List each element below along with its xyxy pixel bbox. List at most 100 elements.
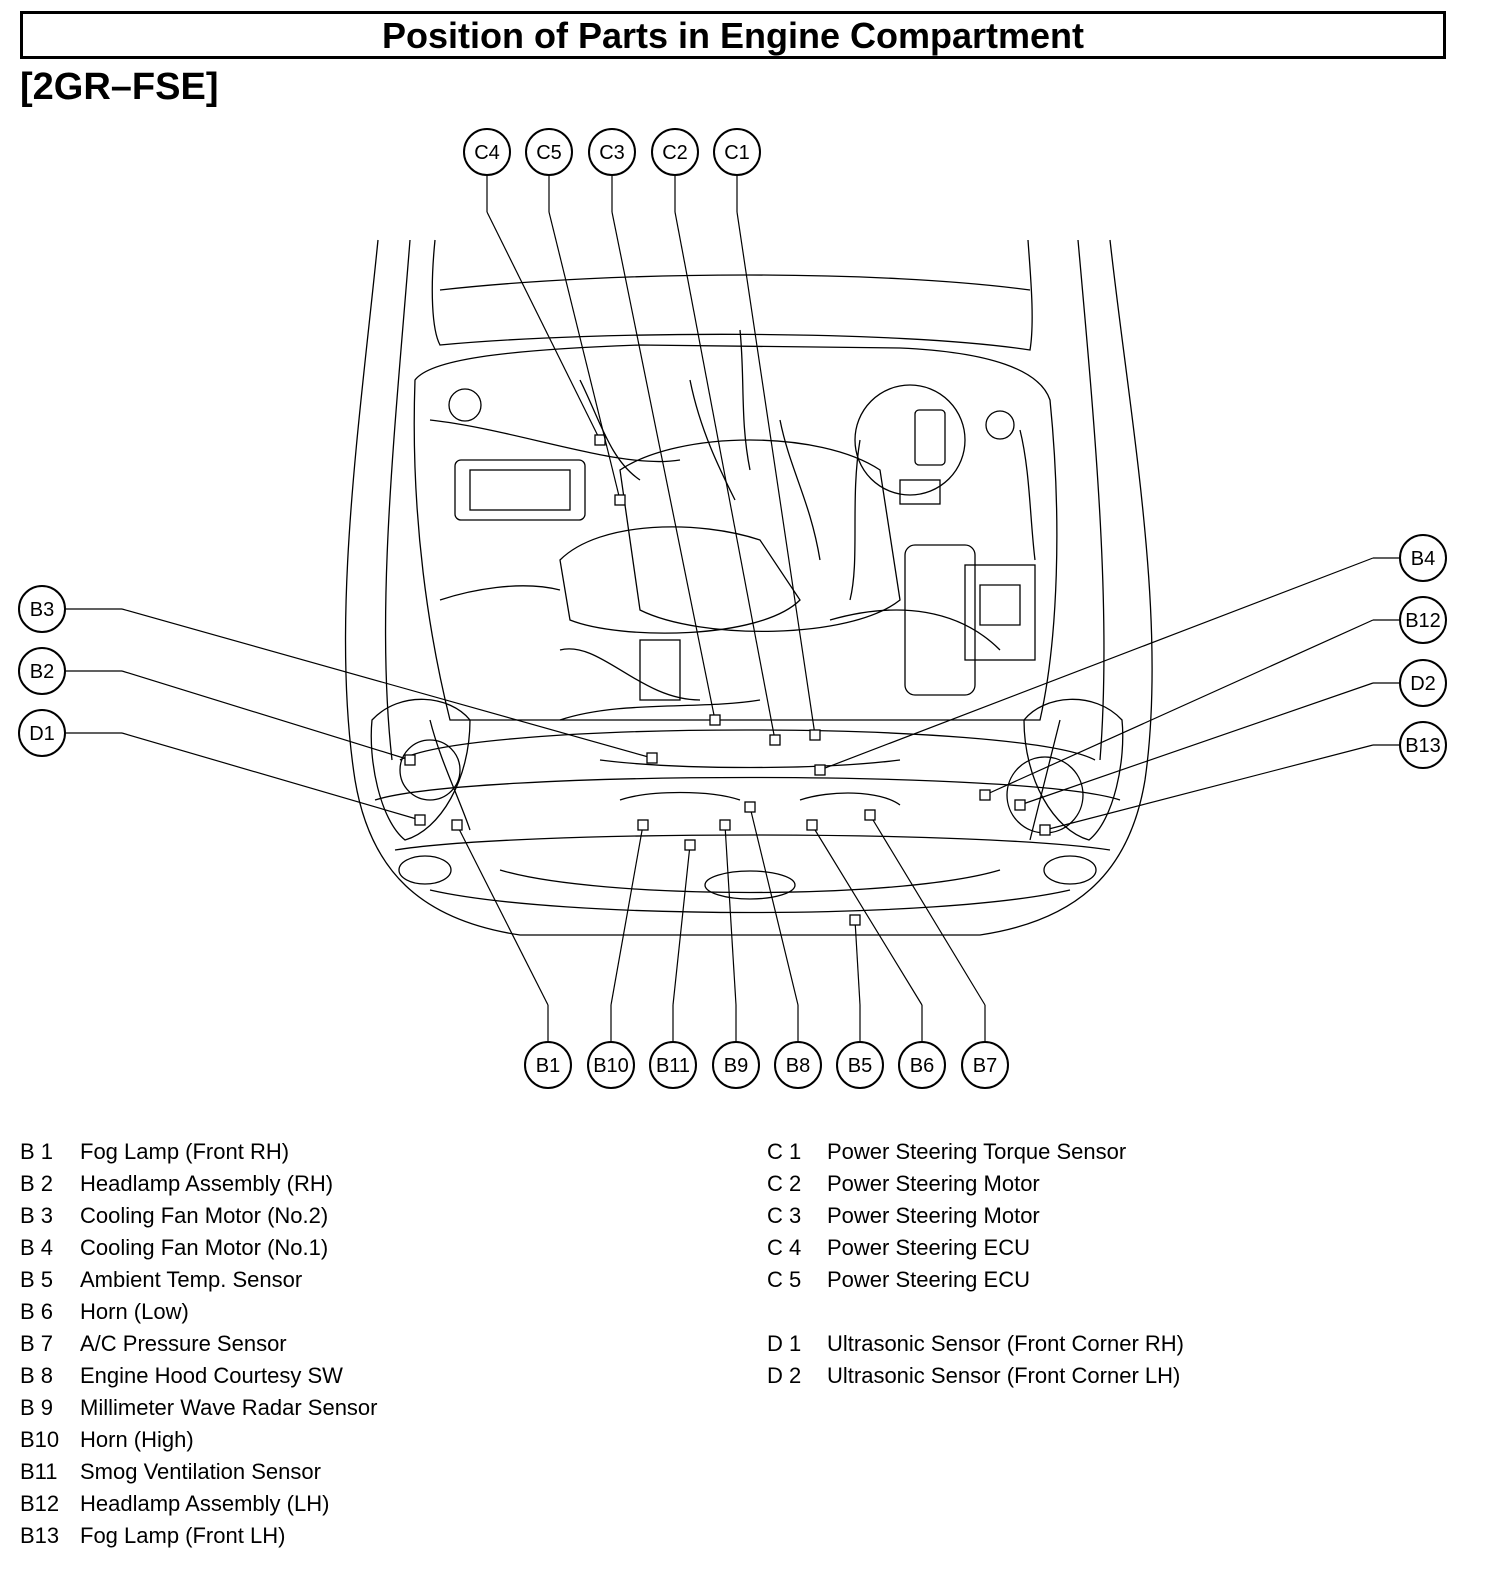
leader-c3 (611, 211, 716, 721)
legend-part-name: Power Steering ECU (827, 1235, 1030, 1260)
page-title: Position of Parts in Engine Compartment (20, 11, 1446, 59)
callout-circle-b11 (649, 1041, 697, 1089)
legend-part-name: Fog Lamp (Front RH) (80, 1139, 290, 1164)
legend-part-name: Smog Ventilation Sensor (80, 1459, 321, 1484)
callout-c3: C3 (588, 128, 636, 176)
leader-b4 (819, 557, 1374, 771)
engine-code-subtitle: [2GR–FSE] (20, 66, 219, 108)
legend-code: C 1 (767, 1139, 802, 1164)
connector-b12 (979, 789, 991, 801)
leader-b5 (854, 919, 861, 1006)
legend-code: C 3 (767, 1203, 802, 1228)
callout-circle-c3 (588, 128, 636, 176)
connector-b1 (451, 819, 463, 831)
legend-code: B 1 (20, 1139, 54, 1164)
callout-circle-b12 (1399, 596, 1447, 644)
legend-code: B10 (20, 1427, 60, 1452)
legend-part-name: Cooling Fan Motor (No.2) (80, 1203, 329, 1228)
legend-part-name: Cooling Fan Motor (No.1) (80, 1235, 329, 1260)
callout-label-b6: B6 (910, 1055, 934, 1077)
connector-b7 (864, 809, 876, 821)
legend-code: C 2 (767, 1171, 802, 1196)
connector-c4 (594, 434, 606, 446)
callout-b10: B10 (587, 1041, 635, 1089)
leader-b8 (749, 806, 799, 1006)
legend-item: B 9 Millimeter Wave Radar Sensor (20, 1392, 378, 1424)
legend-part-name: Ambient Temp. Sensor (80, 1267, 303, 1292)
callout-circle-d2 (1399, 659, 1447, 707)
callout-label-b7: B7 (973, 1055, 997, 1077)
callout-label-b11: B11 (656, 1055, 690, 1077)
callout-circle-b13 (1399, 721, 1447, 769)
callout-b5: B5 (836, 1041, 884, 1089)
legend-part-name: A/C Pressure Sensor (80, 1331, 287, 1356)
callout-label-b3: B3 (30, 599, 54, 621)
legend-part-name: Ultrasonic Sensor (Front Corner RH) (827, 1331, 1184, 1356)
callout-b11: B11 (649, 1041, 697, 1089)
connector-b3 (646, 752, 658, 764)
legend-code: B13 (20, 1523, 60, 1548)
leader-b7 (869, 814, 986, 1006)
legend-code: B 7 (20, 1331, 54, 1356)
callout-label-b12: B12 (1405, 610, 1441, 632)
callout-circle-b10 (587, 1041, 635, 1089)
leader-b3 (121, 608, 653, 759)
connector-d2 (1014, 799, 1026, 811)
connector-b2 (404, 754, 416, 766)
leader-b6 (811, 824, 923, 1006)
connector-b11 (684, 839, 696, 851)
callout-b6: B6 (898, 1041, 946, 1089)
callout-leader-lines (65, 175, 1400, 1042)
callout-c4: C4 (463, 128, 511, 176)
connector-c2 (769, 734, 781, 746)
callout-b8: B8 (774, 1041, 822, 1089)
legend-part-name: Engine Hood Courtesy SW (80, 1363, 343, 1388)
leader-b11 (672, 844, 691, 1006)
leader-c2 (674, 211, 776, 741)
legend-item: B13 Fog Lamp (Front LH) (20, 1520, 378, 1552)
callout-b7: B7 (961, 1041, 1009, 1089)
legend-item: B 7 A/C Pressure Sensor (20, 1328, 378, 1360)
callout-circle-c4 (463, 128, 511, 176)
legend-code: D 2 (767, 1363, 802, 1388)
legend-part-name: Power Steering Motor (827, 1203, 1040, 1228)
callout-c2: C2 (651, 128, 699, 176)
callout-circle-c1 (713, 128, 761, 176)
legend-code: B 9 (20, 1395, 54, 1420)
callout-label-c5: C5 (536, 142, 562, 164)
callout-circle-b3 (18, 585, 66, 633)
callout-b4: B4 (1399, 534, 1447, 582)
legend-part-name: Millimeter Wave Radar Sensor (80, 1395, 378, 1420)
car-outline-drawing (344, 239, 1153, 936)
legend-part-name: Headlamp Assembly (RH) (80, 1171, 334, 1196)
legend-code: C 5 (767, 1267, 802, 1292)
leader-b2 (121, 670, 411, 761)
legend-code: B11 (20, 1459, 58, 1484)
connector-c3 (709, 714, 721, 726)
callout-d2: D2 (1399, 659, 1447, 707)
legend-item: C 3 Power Steering Motor (767, 1200, 1184, 1232)
legend-code: B12 (20, 1491, 60, 1516)
legend-part-name: Fog Lamp (Front LH) (80, 1523, 286, 1548)
callout-label-b5: B5 (848, 1055, 872, 1077)
leader-c4 (486, 211, 601, 441)
callout-b2: B2 (18, 647, 66, 695)
legend-item: B 1 Fog Lamp (Front RH) (20, 1136, 378, 1168)
callout-d1: D1 (18, 709, 66, 757)
callout-label-c2: C2 (662, 142, 688, 164)
leader-c5 (548, 211, 621, 501)
callout-circle-c2 (651, 128, 699, 176)
leader-b10 (610, 824, 644, 1006)
legend-code: B 2 (20, 1171, 54, 1196)
callout-b3: B3 (18, 585, 66, 633)
connector-b8 (744, 801, 756, 813)
